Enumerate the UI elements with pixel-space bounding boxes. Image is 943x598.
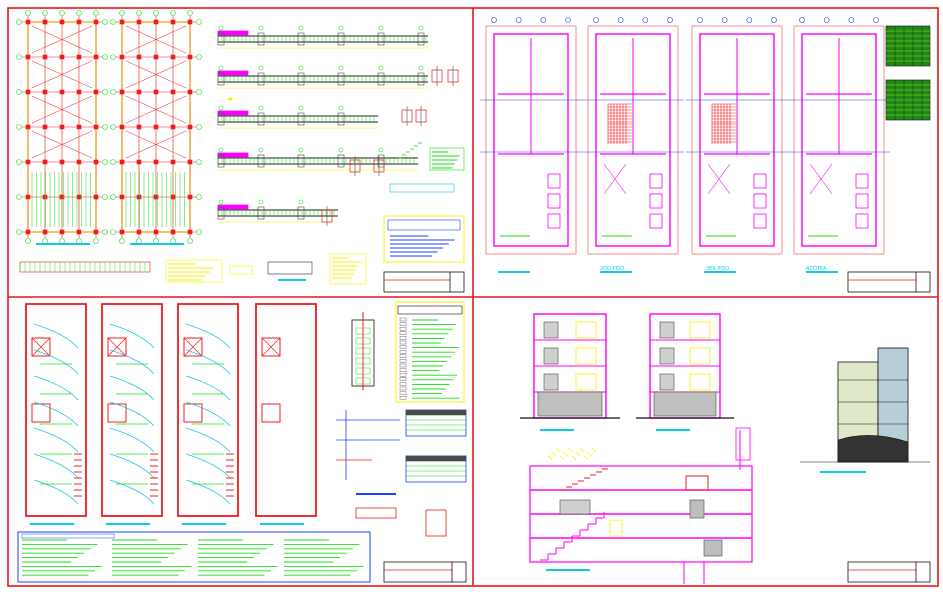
installation-plan-4 — [255, 303, 317, 525]
foundation-plan-2 — [110, 10, 202, 244]
load-tables — [405, 409, 467, 483]
quadrant-elevations — [520, 313, 931, 584]
first-floor-plan — [480, 17, 582, 273]
longitudinal-section — [529, 427, 753, 584]
installation-plan-1 — [25, 303, 87, 525]
plan-label-roof: AZOTEA — [806, 266, 827, 272]
rear-elevation — [636, 313, 734, 431]
quadrant-structural — [16, 10, 465, 293]
plan-label-third-floor: 3ER PISO — [706, 266, 729, 272]
elevations-title-block — [847, 561, 931, 583]
installation-plan-3 — [177, 303, 239, 525]
perspective-view — [800, 347, 930, 473]
door-window-schedule — [885, 25, 931, 121]
quadrant-architectural: 2DO PISO 3ER PISO AZOTEA — [480, 17, 931, 293]
riser-diagram — [336, 312, 447, 537]
architectural-title-block — [847, 271, 931, 293]
quadrant-installations — [17, 301, 467, 583]
structural-title-block — [383, 271, 465, 293]
third-floor-plan — [686, 17, 788, 273]
roof-plan — [788, 17, 890, 273]
foundation-plan-1 — [16, 10, 108, 244]
installation-plan-2 — [101, 303, 163, 525]
installations-title-block — [383, 561, 467, 583]
specifications-text — [17, 531, 371, 583]
front-elevation — [520, 313, 620, 431]
plan-label-second-floor: 2DO PISO — [600, 266, 624, 272]
general-notes-box — [383, 215, 465, 263]
sheet-frame — [7, 7, 939, 587]
second-floor-plan — [582, 17, 684, 273]
legend-panel — [395, 301, 465, 403]
beam-details — [19, 25, 465, 285]
